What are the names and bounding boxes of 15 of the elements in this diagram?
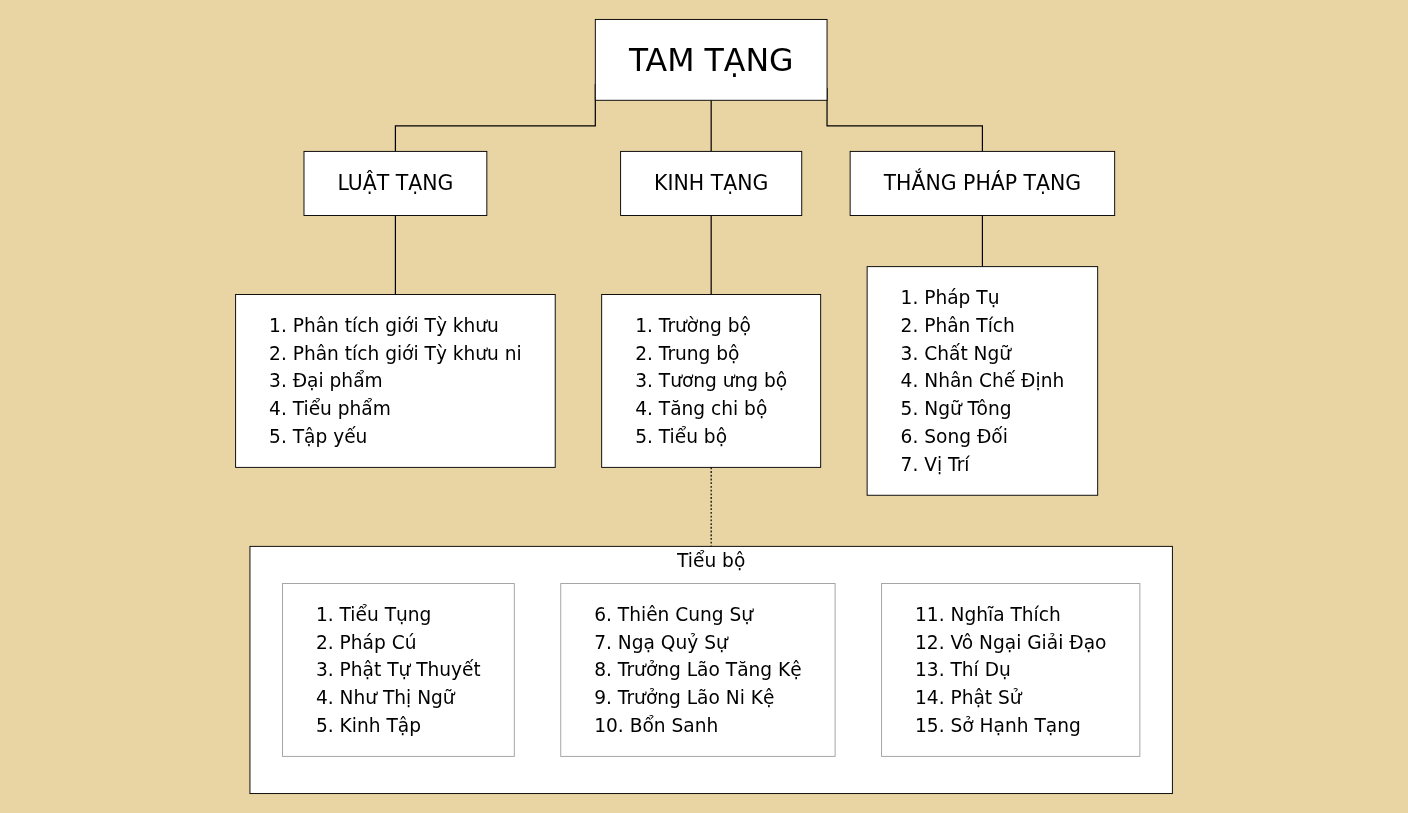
node-box: 1. Pháp Tụ 2. Phân Tích 3. Chất Ngữ 4. Nhân Chế Định 5. Ngữ Tông 6. Song Đối 7. Vị Trí — [866, 266, 1099, 496]
node-box: LUẬT TẠNG — [303, 150, 488, 216]
node-box: TAM TẠNG — [594, 18, 828, 101]
connector — [710, 214, 712, 296]
node-box: THẮNG PHÁP TẠNG — [849, 150, 1116, 216]
node-box: 11. Nghĩa Thích 12. Vô Ngại Giải Đạo 13. Thí Dụ 14. Phật Sử 15. Sở Hạnh Tạng — [881, 583, 1141, 757]
node-box: 1. Trường bộ 2. Trung bộ 3. Tương ưng bộ 4. Tăng chi bộ 5. Tiểu bộ — [601, 294, 822, 468]
connector — [710, 466, 712, 547]
connector — [981, 214, 983, 268]
node-box: 1. Tiểu Tụng 2. Pháp Cú 3. Phật Tự Thuyết 4. Như Thị Ngữ 5. Kinh Tập — [282, 583, 515, 757]
node-box: 1. Phân tích giới Tỳ khưu 2. Phân tích giới Tỳ khưu ni 3. Đại phẩm 4. Tiểu phẩm 5. Tập yếu — [235, 294, 556, 468]
node-box: KINH TẠNG — [620, 150, 803, 216]
connector — [710, 99, 712, 152]
connector — [394, 214, 396, 296]
node-box: 6. Thiên Cung Sự 7. Ngạ Quỷ Sự 8. Trưởng Lão Tăng Kệ 9. Trưởng Lão Ni Kệ 10. Bổn Sanh — [560, 583, 836, 757]
